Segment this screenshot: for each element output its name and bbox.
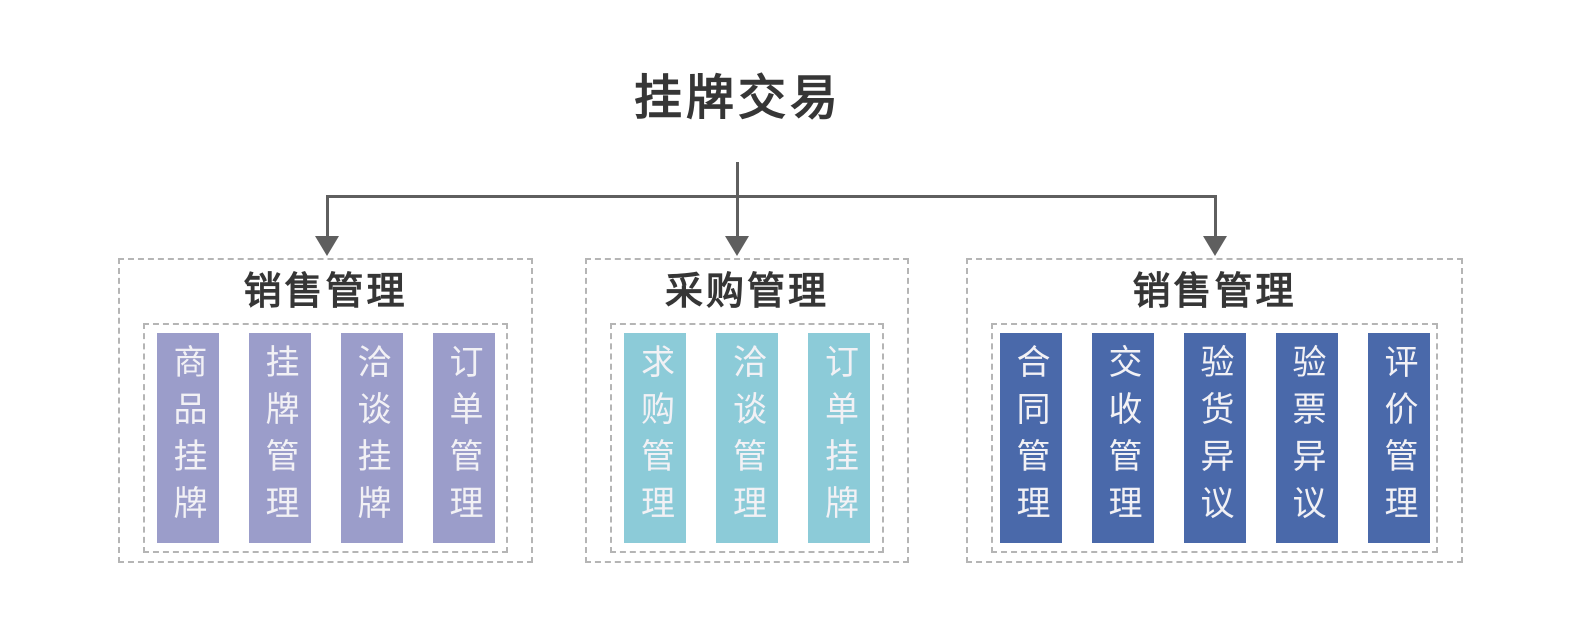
- group-items-panel: 求购管理 洽谈管理 订单挂牌: [610, 323, 884, 553]
- arrow-down-icon: [315, 236, 339, 256]
- item-bar: 验货异议: [1183, 333, 1246, 543]
- diagram-title: 挂牌交易: [633, 72, 843, 125]
- group-box-purchase: 采购管理 求购管理 洽谈管理 订单挂牌: [585, 258, 909, 563]
- connector-branch-center: [736, 195, 739, 237]
- item-bar: 合同管理: [999, 333, 1062, 543]
- item-bar: 订单挂牌: [808, 333, 870, 543]
- group-box-sales-listing: 销售管理 商品挂牌 挂牌管理 洽谈挂牌 订单管理: [118, 258, 533, 563]
- connector-horizontal-line: [326, 195, 1217, 198]
- item-bar: 评价管理: [1367, 333, 1430, 543]
- item-bar: 商品挂牌: [156, 333, 219, 543]
- group-box-sales-fulfillment: 销售管理 合同管理 交收管理 验货异议 验票异议 评价管理: [966, 258, 1463, 563]
- item-bar: 挂牌管理: [248, 333, 311, 543]
- group-title: 采购管理: [664, 271, 829, 313]
- item-bar: 洽谈管理: [716, 333, 778, 543]
- connector-branch-right: [1214, 195, 1217, 237]
- group-title: 销售管理: [243, 271, 408, 313]
- item-bar: 洽谈挂牌: [340, 333, 403, 543]
- item-bar: 验票异议: [1275, 333, 1338, 543]
- item-bar: 交收管理: [1091, 333, 1154, 543]
- arrow-down-icon: [725, 236, 749, 256]
- group-items-panel: 商品挂牌 挂牌管理 洽谈挂牌 订单管理: [143, 323, 508, 553]
- group-items-panel: 合同管理 交收管理 验货异议 验票异议 评价管理: [991, 323, 1438, 553]
- arrow-down-icon: [1203, 236, 1227, 256]
- item-bar: 求购管理: [624, 333, 686, 543]
- connector-branch-left: [326, 195, 329, 237]
- item-bar: 订单管理: [432, 333, 495, 543]
- connector-stem-line: [736, 162, 739, 198]
- group-title: 销售管理: [1132, 271, 1297, 313]
